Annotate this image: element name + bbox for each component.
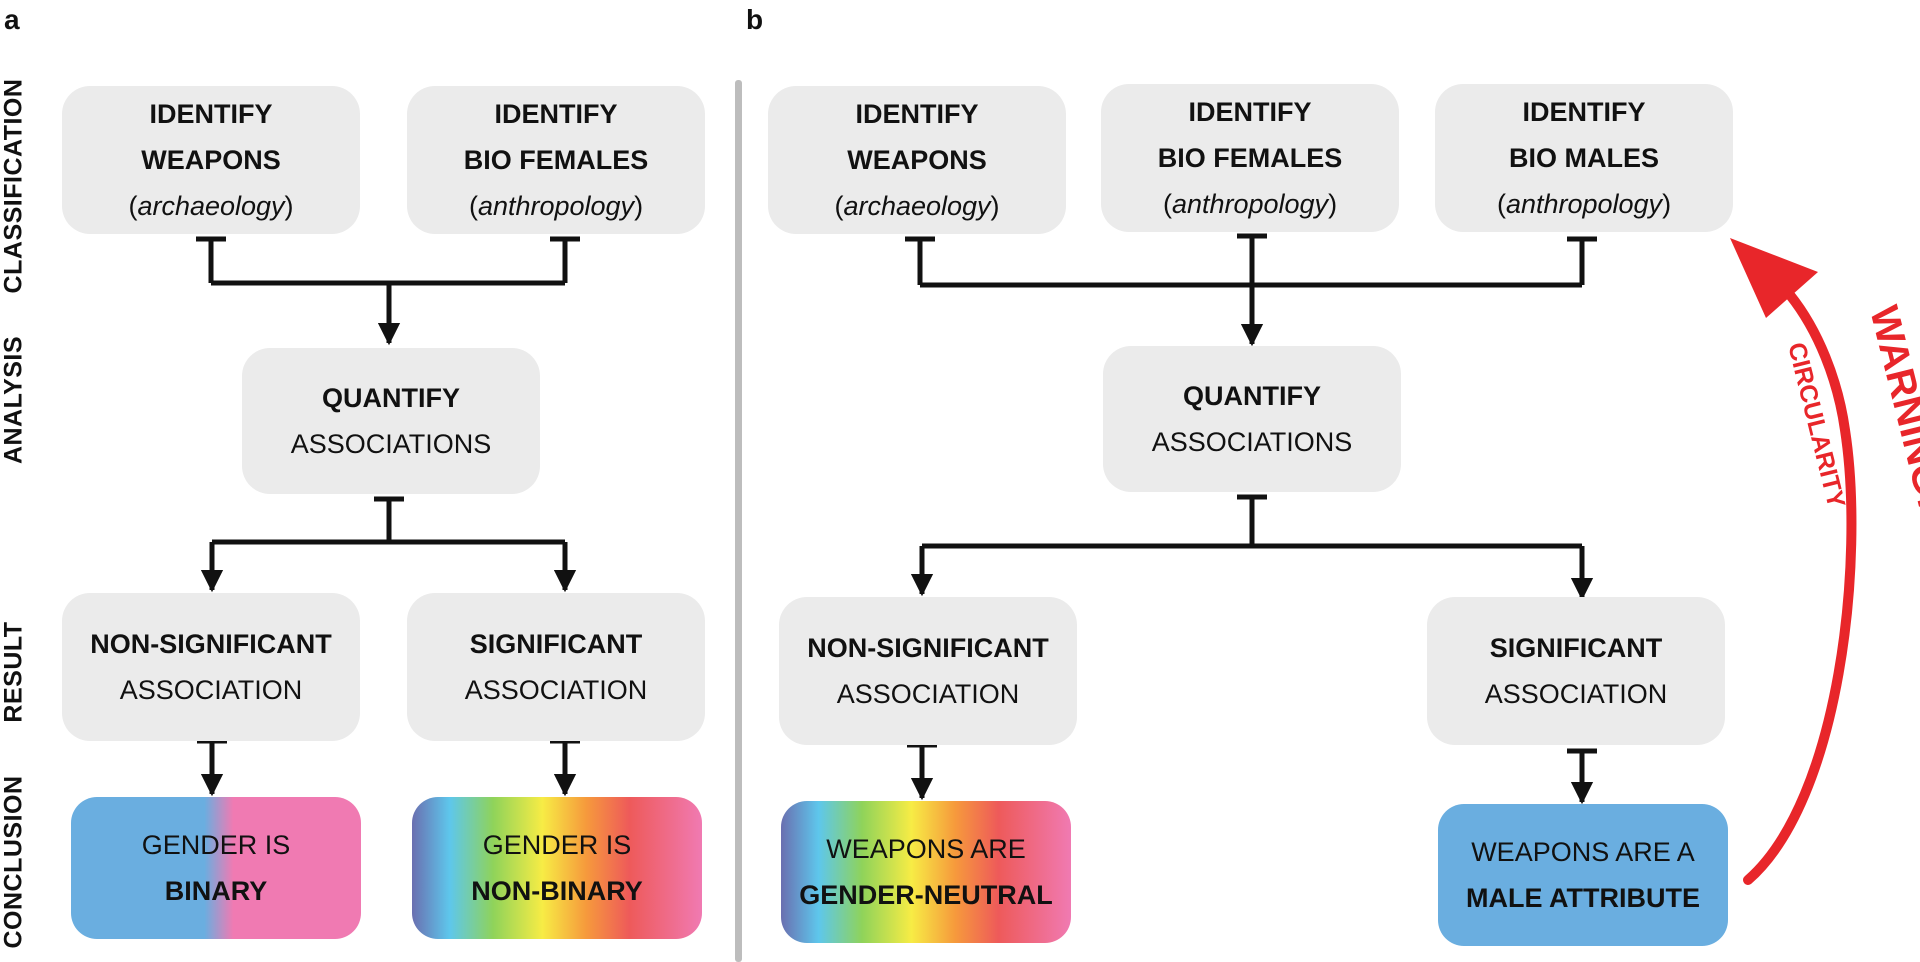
- conclusion-line-1: WEAPONS ARE A: [1471, 837, 1695, 867]
- box-title: NON-SIGNIFICANT: [90, 629, 332, 659]
- box-subtitle: ASSOCIATION: [1484, 679, 1668, 709]
- box-quantify-a: QUANTIFY ASSOCIATIONS: [242, 348, 540, 494]
- box-subtitle: ASSOCIATION: [464, 675, 648, 705]
- box-title: IDENTIFY: [855, 99, 979, 129]
- box-subtitle: ASSOCIATION: [836, 679, 1020, 709]
- box-title: IDENTIFY: [494, 99, 618, 129]
- box-title: QUANTIFY: [1183, 381, 1321, 411]
- conclusion-weapons-male-attribute: WEAPONS ARE A MALE ATTRIBUTE: [1438, 804, 1728, 946]
- conclusion-line-2: MALE ATTRIBUTE: [1466, 883, 1700, 913]
- box-title-2: BIO FEMALES: [1157, 143, 1343, 173]
- box-title: SIGNIFICANT: [1489, 633, 1663, 663]
- conclusion-line-2: GENDER-NEUTRAL: [799, 880, 1053, 910]
- conclusion-line-2: NON-BINARY: [471, 876, 643, 906]
- box-identify-weapons-a: IDENTIFY WEAPONS (archaeology): [62, 86, 360, 234]
- box-quantify-b: QUANTIFY ASSOCIATIONS: [1103, 346, 1401, 492]
- box-nonsignificant-a: NON-SIGNIFICANT ASSOCIATION: [62, 593, 360, 741]
- conclusion-line-1: GENDER IS: [482, 830, 632, 860]
- box-identify-bio-females-a: IDENTIFY BIO FEMALES (anthropology): [407, 86, 705, 234]
- warning-subtitle: CIRCULARITY: [1782, 340, 1850, 511]
- conclusion-line-1: WEAPONS ARE: [826, 834, 1026, 864]
- box-significant-a: SIGNIFICANT ASSOCIATION: [407, 593, 705, 741]
- conclusion-weapons-gender-neutral: WEAPONS ARE GENDER-NEUTRAL: [781, 801, 1071, 943]
- box-nonsignificant-b: NON-SIGNIFICANT ASSOCIATION: [779, 597, 1077, 745]
- box-title: SIGNIFICANT: [469, 629, 643, 659]
- box-title: IDENTIFY: [149, 99, 273, 129]
- panel-label-a: a: [4, 4, 20, 35]
- box-subtitle: (archaeology): [128, 191, 294, 221]
- warning-arrow: [1730, 238, 1857, 885]
- box-identify-bio-males-b: IDENTIFY BIO MALES (anthropology): [1435, 84, 1733, 232]
- box-subtitle: (anthropology): [468, 191, 644, 221]
- box-title-2: BIO MALES: [1508, 143, 1659, 173]
- panel-divider: [735, 80, 742, 962]
- box-identify-weapons-b: IDENTIFY WEAPONS (archaeology): [768, 86, 1066, 234]
- conclusion-gender-binary: GENDER IS BINARY: [71, 797, 361, 939]
- box-title: NON-SIGNIFICANT: [807, 633, 1049, 663]
- box-title: QUANTIFY: [322, 383, 460, 413]
- box-significant-b: SIGNIFICANT ASSOCIATION: [1427, 597, 1725, 745]
- box-title-2: BIO FEMALES: [463, 145, 649, 175]
- box-subtitle: (archaeology): [834, 191, 1000, 221]
- box-title-2: WEAPONS: [847, 145, 987, 175]
- conclusion-line-2: BINARY: [164, 876, 268, 906]
- conclusion-gender-nonbinary: GENDER IS NON-BINARY: [412, 797, 702, 939]
- box-title-2: WEAPONS: [141, 145, 281, 175]
- warning-title: WARNING!: [1861, 302, 1920, 513]
- box-subtitle: (anthropology): [1496, 189, 1672, 219]
- box-subtitle: ASSOCIATIONS: [1151, 427, 1353, 457]
- conclusion-line-1: GENDER IS: [141, 830, 291, 860]
- box-subtitle: (anthropology): [1162, 189, 1338, 219]
- panel-label-b: b: [746, 4, 764, 35]
- box-title: IDENTIFY: [1188, 97, 1312, 127]
- box-subtitle: ASSOCIATIONS: [290, 429, 492, 459]
- box-title: IDENTIFY: [1522, 97, 1646, 127]
- box-identify-bio-females-b: IDENTIFY BIO FEMALES (anthropology): [1101, 84, 1399, 232]
- box-subtitle: ASSOCIATION: [119, 675, 303, 705]
